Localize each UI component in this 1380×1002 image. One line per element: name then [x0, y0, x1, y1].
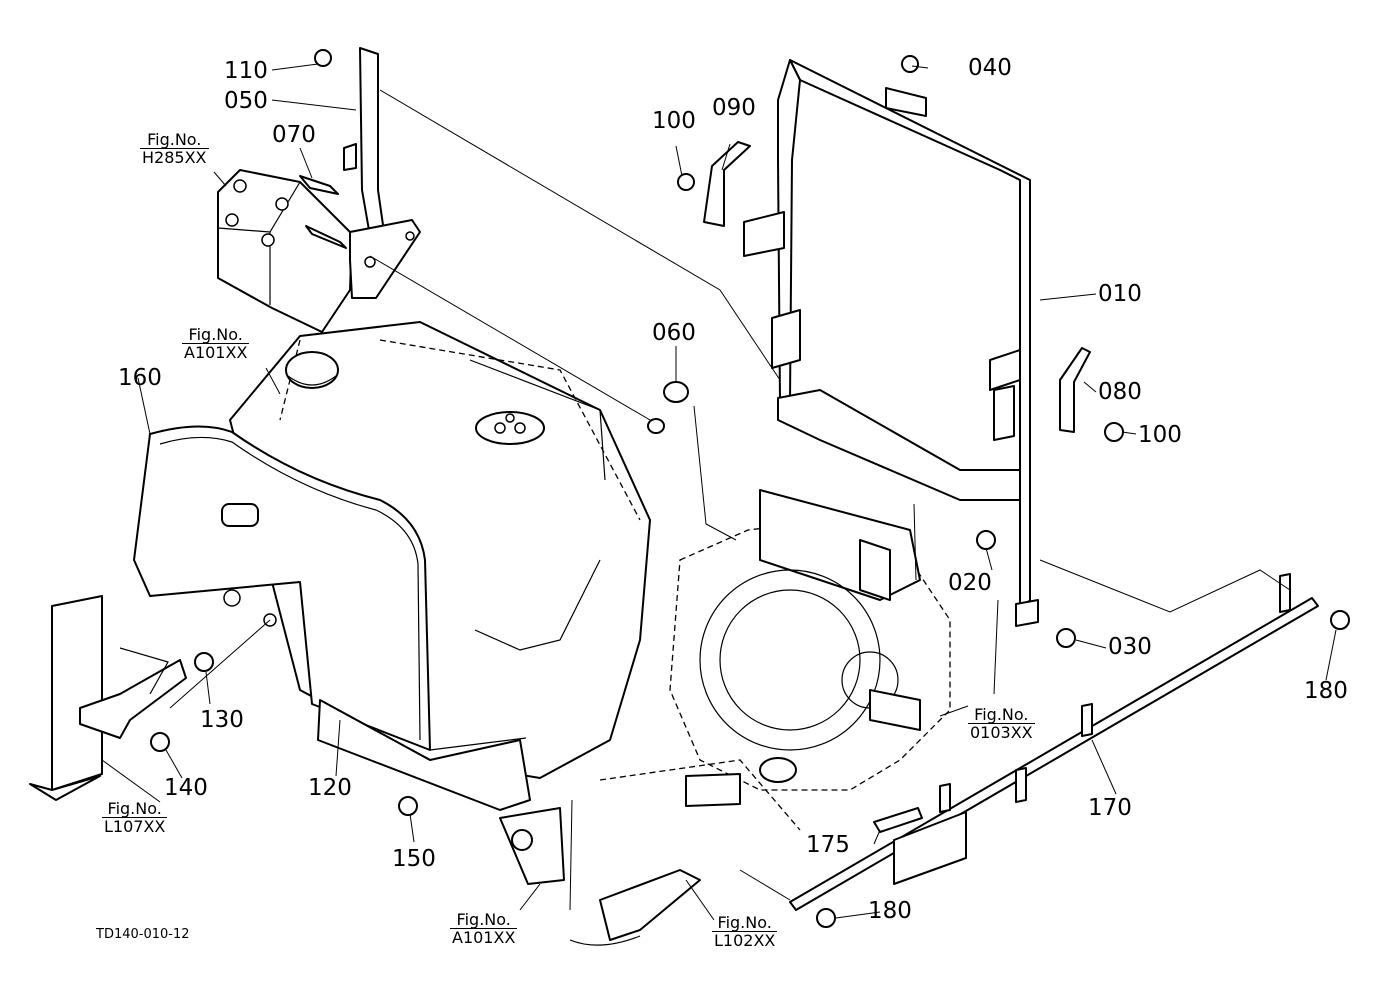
label-180-bottom: 180 — [868, 898, 912, 924]
figref-l102[interactable]: Fig.No. L102XX — [712, 913, 778, 950]
figref-a101-top[interactable]: Fig.No. A101XX — [182, 325, 250, 362]
flywheel-housing — [669, 489, 951, 791]
label-030: 030 — [1108, 634, 1152, 660]
bottom-brackets — [499, 759, 801, 946]
figref-code: 0103XX — [968, 723, 1035, 742]
label-175: 175 — [806, 832, 850, 858]
strap-050 — [314, 47, 421, 299]
collar-060 — [647, 381, 689, 434]
figref-label: Fig.No. — [147, 130, 202, 149]
label-100-top: 100 — [652, 108, 696, 134]
label-010: 010 — [1098, 281, 1142, 307]
label-140: 140 — [164, 775, 208, 801]
figref-label: Fig.No. — [717, 913, 772, 932]
label-050: 050 — [224, 88, 268, 114]
label-130: 130 — [200, 707, 244, 733]
figref-label: Fig.No. — [974, 705, 1029, 724]
label-160: 160 — [118, 365, 162, 391]
figref-a101-bottom[interactable]: Fig.No. A101XX — [450, 910, 518, 947]
figref-h285[interactable]: Fig.No. H285XX — [140, 131, 209, 166]
bracket-090 — [677, 141, 785, 257]
label-060: 060 — [652, 320, 696, 346]
figref-label: Fig.No. — [107, 799, 162, 818]
bracket-080 — [1059, 347, 1124, 442]
label-090: 090 — [712, 95, 756, 121]
figref-code: A101XX — [182, 343, 250, 362]
frame-010 — [771, 55, 1039, 627]
hydraulic-block — [217, 169, 353, 333]
label-070: 070 — [272, 122, 316, 148]
label-150: 150 — [392, 846, 436, 872]
label-110: 110 — [224, 58, 268, 84]
label-080: 080 — [1098, 379, 1142, 405]
label-180-right: 180 — [1304, 678, 1348, 704]
label-170: 170 — [1088, 795, 1132, 821]
label-100-right: 100 — [1138, 422, 1182, 448]
tank-cover-160 — [133, 425, 431, 751]
drawing-code: TD140-010-12 — [96, 927, 190, 942]
figref-0103[interactable]: Fig.No. 0103XX — [968, 706, 1035, 741]
bar-170 — [789, 573, 1319, 911]
label-020: 020 — [948, 570, 992, 596]
figref-code: A101XX — [450, 928, 518, 947]
figref-code: L107XX — [102, 817, 168, 836]
bracket-l107 — [29, 595, 187, 801]
leader-lines — [101, 63, 1337, 921]
underplate-120 — [317, 699, 531, 811]
bolts — [150, 530, 1350, 928]
figref-label: Fig.No. — [456, 910, 511, 929]
label-040: 040 — [968, 55, 1012, 81]
figref-label: Fig.No. — [188, 325, 243, 344]
figref-code: H285XX — [140, 148, 209, 167]
figref-l107[interactable]: Fig.No. L107XX — [102, 799, 168, 836]
label-120: 120 — [308, 775, 352, 801]
figref-code: L102XX — [712, 931, 778, 950]
